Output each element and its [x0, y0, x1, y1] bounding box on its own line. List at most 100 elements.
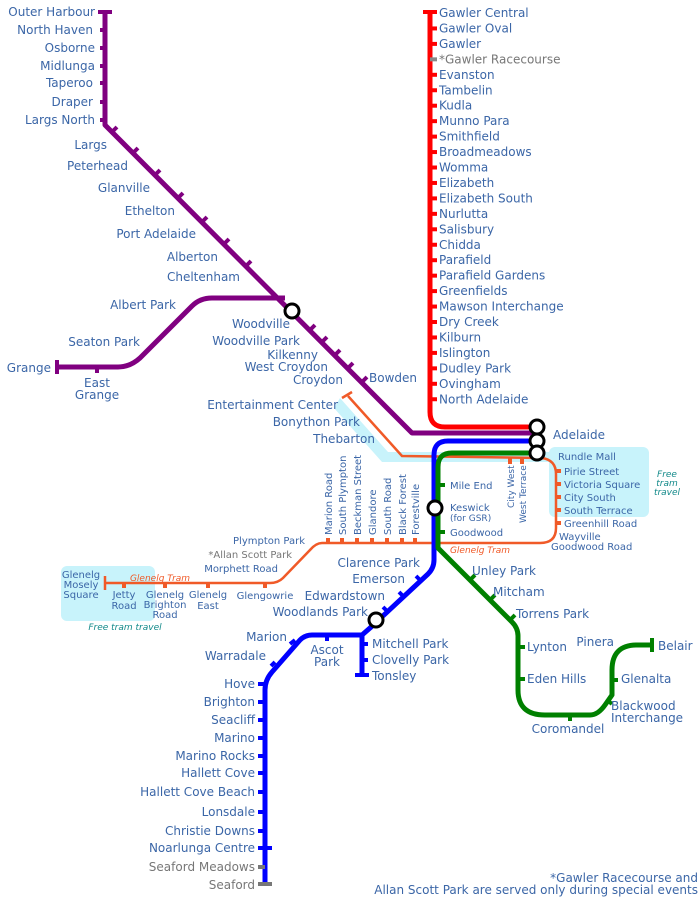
station-label[interactable]: Wayville — [559, 532, 601, 543]
station-label[interactable]: Salisbury — [439, 222, 494, 236]
station-label[interactable]: Ethelton — [125, 204, 175, 218]
station-label[interactable]: Tonsley — [371, 669, 416, 683]
station-label[interactable]: Gawler Oval — [439, 21, 512, 35]
station-label[interactable]: Pirie Street — [564, 467, 619, 478]
station-label[interactable]: Outer Harbour — [8, 5, 95, 19]
station-label[interactable]: Bonython Park — [273, 415, 360, 429]
station-label[interactable]: Park — [314, 655, 340, 669]
station-label[interactable]: Entertainment Center — [207, 398, 338, 412]
station-label[interactable]: Seaford Meadows — [149, 860, 255, 874]
station-label[interactable]: Brighton — [204, 695, 255, 709]
interchange-marker[interactable] — [283, 302, 301, 320]
station-label[interactable]: Goodwood — [450, 528, 503, 539]
station-label[interactable]: Albert Park — [110, 298, 176, 312]
station-label[interactable]: Mawson Interchange — [439, 300, 564, 314]
station-label[interactable]: Ovingham — [439, 377, 501, 391]
station-label[interactable]: Warradale — [205, 649, 266, 663]
station-label[interactable]: City South — [564, 493, 616, 504]
station-label[interactable]: Clarence Park — [338, 556, 421, 570]
station-label[interactable]: Nurlutta — [439, 207, 488, 221]
station-label[interactable]: Mile End — [450, 481, 493, 492]
station-label[interactable]: Black Forest — [398, 474, 409, 535]
station-label[interactable]: North Adelaide — [439, 392, 528, 406]
station-label[interactable]: Broadmeadows — [439, 145, 532, 159]
station-label[interactable]: Parafield Gardens — [439, 269, 545, 283]
station-label[interactable]: Hove — [224, 677, 255, 691]
interchange-marker[interactable] — [367, 611, 385, 629]
station-label[interactable]: Goodwood Road — [551, 542, 632, 553]
station-label[interactable]: Chidda — [439, 238, 481, 252]
station-label[interactable]: Mitcham — [493, 585, 545, 599]
station-label[interactable]: Lynton — [527, 640, 567, 654]
station-label[interactable]: North Haven — [17, 23, 93, 37]
station-label[interactable]: Road — [111, 601, 136, 612]
station-label[interactable]: Marion — [246, 630, 287, 644]
station-label[interactable]: Cheltenham — [167, 270, 240, 284]
station-label[interactable]: Port Adelaide — [116, 227, 196, 241]
station-label[interactable]: East — [197, 601, 219, 612]
station-label[interactable]: South Plympton — [338, 456, 349, 535]
station-label[interactable]: Unley Park — [472, 564, 536, 578]
station-label[interactable]: Interchange — [611, 711, 683, 725]
station-label[interactable]: South Terrace — [564, 506, 633, 517]
station-label[interactable]: Thebarton — [312, 432, 375, 446]
interchange-marker[interactable] — [426, 499, 444, 517]
station-label[interactable]: Dudley Park — [439, 361, 511, 375]
station-label[interactable]: Elizabeth South — [439, 191, 533, 205]
station-label[interactable]: Smithfield — [439, 130, 500, 144]
station-label[interactable]: Glandore — [368, 489, 379, 535]
station-label[interactable]: Kilkenny — [267, 348, 318, 362]
station-label[interactable]: Brighton — [144, 600, 187, 611]
station-label[interactable]: Greenhill Road — [564, 519, 637, 530]
station-label[interactable]: Woodville Park — [212, 334, 300, 348]
station-label[interactable]: Evanston — [439, 68, 495, 82]
station-label[interactable]: Gawler — [439, 37, 481, 51]
station-label[interactable]: Rundle Mall — [558, 452, 616, 463]
station-label[interactable]: Jetty — [112, 590, 136, 601]
station-label[interactable]: Marino Rocks — [175, 749, 255, 763]
station-label[interactable]: Grange — [7, 361, 51, 375]
station-label[interactable]: Marino — [214, 731, 255, 745]
station-label[interactable]: Osborne — [45, 41, 95, 55]
station-label[interactable]: Dry Creek — [439, 315, 499, 329]
station-label[interactable]: Croydon — [293, 373, 343, 387]
station-label[interactable]: Morphett Road — [204, 564, 278, 575]
station-label[interactable]: Glengowrie — [237, 591, 294, 602]
station-label[interactable]: Glenelg — [146, 590, 184, 601]
station-label[interactable]: Glanville — [98, 181, 150, 195]
station-label[interactable]: Beckman Street — [353, 455, 364, 535]
station-label[interactable]: West Terrace — [519, 465, 529, 523]
station-label[interactable]: Glenalta — [621, 672, 671, 686]
station-label[interactable]: Coromandel — [532, 722, 605, 736]
station-label[interactable]: *Allan Scott Park — [208, 550, 292, 561]
station-label[interactable]: Draper — [52, 95, 94, 109]
station-label[interactable]: West Croydon — [245, 360, 328, 374]
station-label[interactable]: Gawler Central — [439, 6, 529, 20]
interchange-marker[interactable] — [528, 418, 546, 436]
station-label[interactable]: Adelaide — [553, 428, 605, 442]
station-label[interactable]: Glenelg — [189, 590, 227, 601]
station-label[interactable]: Seacliff — [211, 713, 256, 727]
station-label[interactable]: Pinera — [576, 635, 614, 649]
station-label[interactable]: Munno Para — [439, 114, 510, 128]
station-label[interactable]: Peterhead — [67, 159, 128, 173]
station-label[interactable]: Largs North — [25, 113, 95, 127]
station-label[interactable]: Hallett Cove — [181, 766, 255, 780]
station-label[interactable]: Forestville — [411, 484, 422, 535]
station-label[interactable]: Seaton Park — [68, 335, 140, 349]
station-label[interactable]: Square — [63, 590, 98, 601]
station-label[interactable]: Mosely — [64, 580, 99, 591]
station-label[interactable]: Victoria Square — [564, 480, 640, 491]
station-label[interactable]: East — [84, 376, 110, 390]
station-label[interactable]: Emerson — [352, 572, 405, 586]
station-label[interactable]: Ascot — [310, 643, 343, 657]
station-label[interactable]: Kudla — [439, 99, 472, 113]
station-label[interactable]: Alberton — [167, 250, 218, 264]
station-label[interactable]: Lonsdale — [202, 805, 255, 819]
station-label[interactable]: (for GSR) — [450, 514, 491, 524]
station-label[interactable]: Hallett Cove Beach — [140, 785, 255, 799]
station-label[interactable]: Greenfields — [439, 284, 507, 298]
station-label[interactable]: Islington — [439, 346, 490, 360]
station-label[interactable]: Largs — [74, 138, 107, 152]
station-label[interactable]: Womma — [439, 161, 488, 175]
